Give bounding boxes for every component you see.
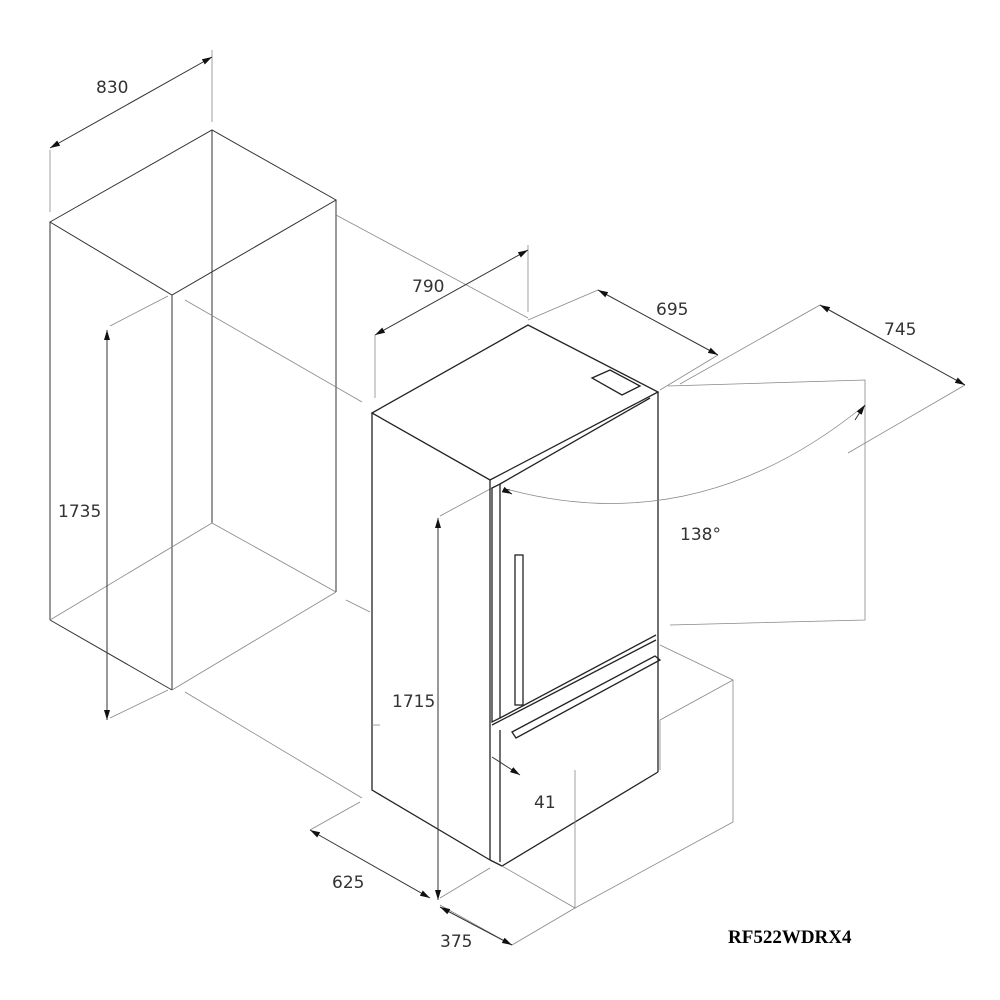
label-830: 830 (96, 78, 128, 98)
door-swing (509, 379, 866, 626)
model-number: RF522WDRX4 (728, 927, 852, 948)
refrigerator (370, 324, 662, 867)
label-375: 375 (440, 932, 472, 952)
label-695: 695 (656, 300, 688, 320)
label-1735: 1735 (58, 502, 101, 522)
drawer-handle (511, 655, 662, 739)
label-745: 745 (884, 320, 916, 340)
label-790: 790 (412, 277, 444, 297)
label-625: 625 (332, 873, 364, 893)
dimension-lines (49, 56, 966, 946)
label-138-degrees: 138° (680, 525, 721, 545)
door-handle (514, 554, 524, 706)
hinge (590, 369, 642, 396)
extension-lines (49, 50, 966, 946)
label-1715: 1715 (392, 692, 435, 712)
label-41: 41 (534, 793, 556, 813)
drawer-clearance-box (501, 644, 734, 909)
cavity-box (49, 129, 338, 691)
